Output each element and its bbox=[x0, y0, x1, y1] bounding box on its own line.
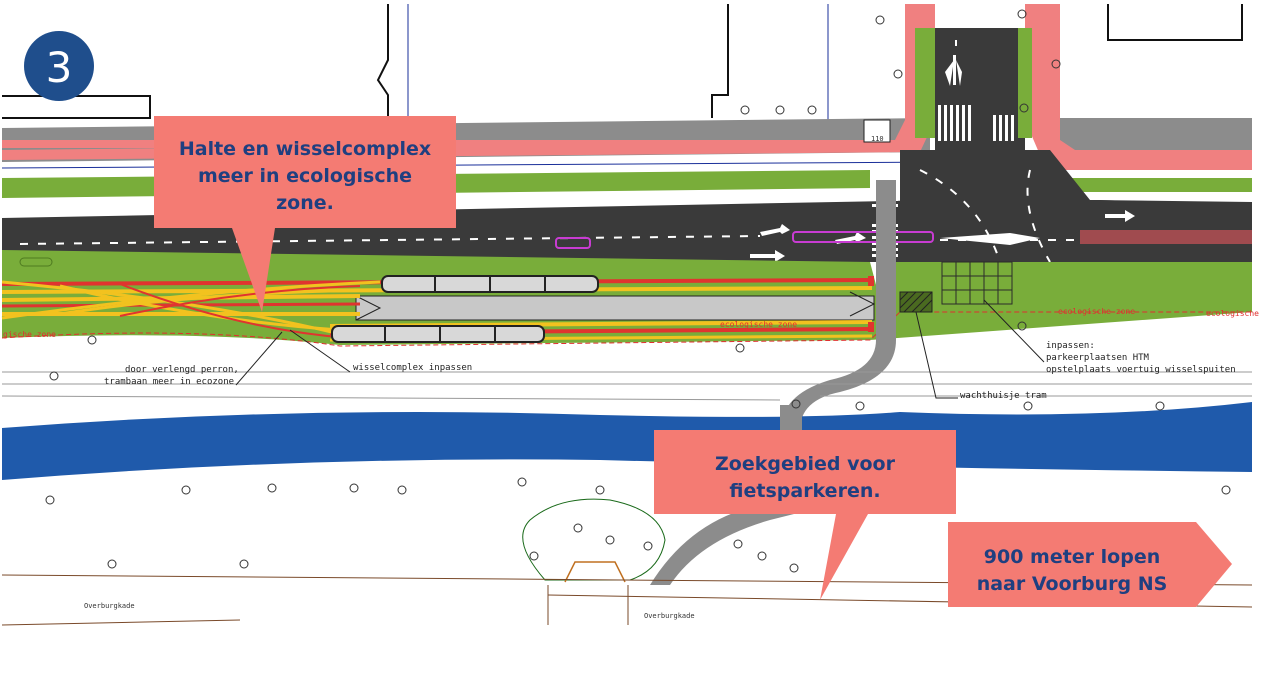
cross-road-median bbox=[970, 28, 990, 78]
tram-platform bbox=[355, 295, 875, 321]
tree-area bbox=[522, 498, 666, 581]
lane-arrows-top bbox=[945, 40, 962, 86]
zebra-top bbox=[938, 105, 1014, 141]
label-eco-right: ecologische zone bbox=[1058, 307, 1135, 316]
tram-upper bbox=[381, 275, 599, 293]
building-foot bbox=[564, 561, 626, 583]
callout-fiets-line-2: fietsparkeren. bbox=[729, 480, 880, 502]
label-perron-2: trambaan meer in ecozone bbox=[104, 377, 234, 387]
leader-wissel bbox=[289, 329, 351, 373]
callout-halte-line-2: meer in ecologische bbox=[198, 165, 412, 187]
bus-marking-1 bbox=[555, 237, 591, 249]
wachthuisje-hatch-lines bbox=[899, 291, 933, 313]
callout-lopen-line-1: 900 meter lopen bbox=[984, 546, 1161, 568]
eco-zone-line bbox=[1, 311, 1252, 347]
tram-lower bbox=[331, 325, 545, 343]
platform-end-left bbox=[355, 295, 382, 321]
label-inpassen-3: opstelplaats voertuig wisselspuiten bbox=[1046, 365, 1236, 375]
step-badge: 3 bbox=[24, 31, 94, 101]
label-street-2: Overburgkade bbox=[644, 612, 695, 620]
leader-wachthuisje bbox=[915, 311, 958, 399]
step-badge-number: 3 bbox=[46, 43, 73, 92]
cross-road-green-right bbox=[1018, 28, 1032, 138]
callout-halte-shape bbox=[154, 116, 456, 312]
green-left-ellipse bbox=[19, 257, 53, 267]
callout-halte: Halte en wisselcomplex meer in ecologisc… bbox=[154, 116, 456, 312]
label-eco-far: ecologische bbox=[1206, 309, 1259, 318]
parking-sign bbox=[863, 119, 891, 143]
callout-halte-line-3: zone. bbox=[276, 192, 334, 214]
label-perron-1: door verlengd perron, bbox=[125, 365, 239, 375]
dark-red-band-right-2 bbox=[1080, 230, 1252, 244]
label-eco-left: gische zone bbox=[3, 330, 56, 339]
callout-lopen-shape bbox=[948, 522, 1232, 607]
track-end-lower bbox=[868, 322, 874, 332]
bottom-white bbox=[0, 628, 1267, 693]
callout-fiets-shape bbox=[654, 430, 956, 600]
callout-lopen: 900 meter lopen naar Voorburg NS bbox=[948, 522, 1232, 607]
callout-fiets: Zoekgebied voor fietsparkeren. bbox=[654, 430, 956, 600]
htm-parking bbox=[941, 261, 1013, 305]
label-inpassen-2: parkeerplaatsen HTM bbox=[1046, 353, 1150, 363]
footpath bbox=[781, 180, 896, 430]
green-upper-right bbox=[1040, 178, 1252, 192]
bus-marking-2 bbox=[792, 231, 934, 243]
leader-inpassen bbox=[983, 299, 1045, 363]
step-badge-circle bbox=[24, 31, 94, 101]
callout-fiets-line-1: Zoekgebied voor bbox=[715, 453, 896, 475]
lower-lines bbox=[1, 371, 1252, 401]
label-parking-num: 110 bbox=[871, 135, 884, 143]
sidewalk-top-right bbox=[1040, 118, 1252, 152]
lower-footpath bbox=[650, 495, 810, 585]
leader-perron bbox=[235, 331, 283, 386]
label-eco-mid: ecologische zone bbox=[720, 320, 797, 329]
traffic-island bbox=[940, 233, 1040, 245]
tram-tracks bbox=[1, 278, 873, 342]
callout-lopen-line-2: naar Voorburg NS bbox=[977, 573, 1168, 595]
label-inpassen-1: inpassen: bbox=[1046, 341, 1095, 351]
track-end-upper bbox=[868, 276, 874, 286]
label-wachthuisje: wachthuisje tram bbox=[960, 391, 1047, 401]
label-wissel: wisselcomplex inpassen bbox=[353, 363, 472, 373]
cross-road-green-left bbox=[915, 28, 935, 138]
callout-halte-line-1: Halte en wisselcomplex bbox=[179, 138, 431, 160]
tree-markers bbox=[45, 9, 1231, 573]
label-street-1: Overburgkade bbox=[84, 602, 135, 610]
platform-end-right bbox=[849, 291, 876, 317]
canal-bridge bbox=[780, 405, 802, 430]
green-eco-right bbox=[880, 262, 1252, 312]
